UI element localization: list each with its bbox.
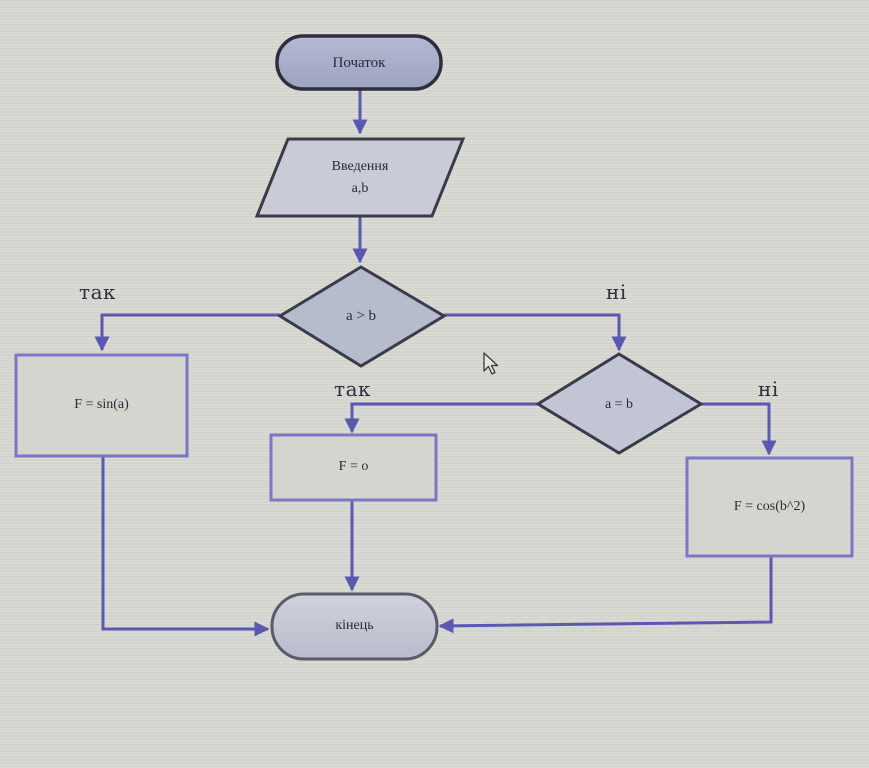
- edge-decision1-yes: [94, 313, 280, 352]
- edge-decision2-no: [700, 402, 777, 456]
- mouse-pointer-icon: [483, 352, 499, 375]
- process-cos: [685, 456, 854, 558]
- decision1-no-label: ні: [606, 280, 627, 304]
- decision2-no-label: ні: [758, 377, 779, 401]
- edge-sin-end: [101, 457, 270, 637]
- decision2-yes-label: так: [334, 377, 371, 401]
- start-terminator: [275, 34, 443, 91]
- edge-decision2-yes: [344, 402, 538, 434]
- input-parallelogram: [254, 137, 466, 218]
- process-sin: [14, 353, 189, 458]
- edge-decision1-no: [444, 313, 627, 352]
- end-terminator: [270, 592, 439, 661]
- edge-cos-end: [438, 556, 773, 634]
- decision-a-eq-b: [535, 352, 704, 455]
- connectors: [94, 88, 777, 637]
- decision1-yes-label: так: [79, 280, 116, 304]
- decision-a-gt-b: [277, 265, 447, 368]
- process-zero: [269, 433, 438, 502]
